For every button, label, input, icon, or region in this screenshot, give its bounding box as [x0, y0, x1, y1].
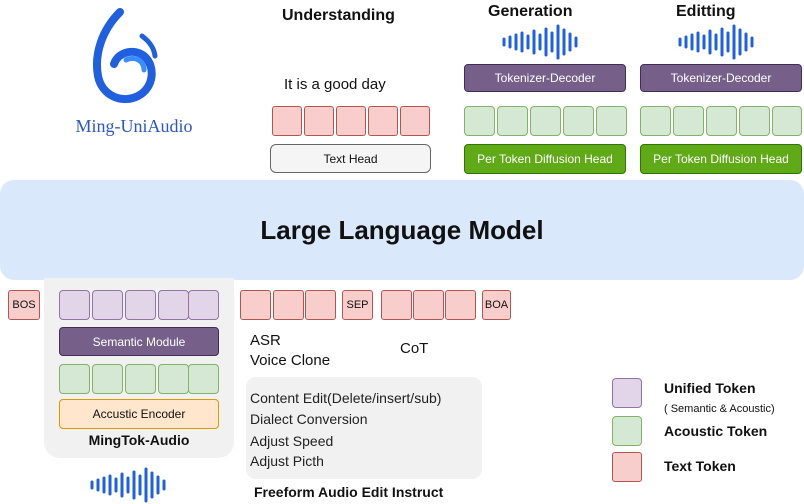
text-token — [368, 106, 398, 136]
acoustic-token — [739, 106, 770, 136]
cot-label: CoT — [400, 340, 429, 357]
text-token — [413, 290, 444, 320]
header-understanding: Understanding — [282, 7, 395, 24]
legend-unified-label: Unified Token — [664, 380, 756, 396]
text-token — [381, 290, 412, 320]
text-token — [305, 290, 336, 320]
acoustic-token — [92, 364, 123, 394]
acoustic-token — [596, 106, 627, 136]
acoustic-token — [530, 106, 561, 136]
ming-logo-icon — [93, 8, 158, 104]
boa-token: BOA — [482, 290, 511, 320]
task-voice-clone: Voice Clone — [250, 352, 331, 369]
text-token — [240, 290, 271, 320]
generation-diffusion-head-box: Per Token Diffusion Head — [464, 144, 626, 174]
legend-acoustic-label: Acoustic Token — [664, 423, 768, 439]
acoustic-token — [497, 106, 528, 136]
legend-acoustic-swatch — [612, 416, 642, 446]
sep-token: SEP — [342, 290, 373, 320]
acoustic-token — [59, 364, 90, 394]
large-language-model: Large Language Model — [0, 180, 804, 280]
editing-diffusion-head-box: Per Token Diffusion Head — [640, 144, 802, 174]
text-head-box: Text Head — [270, 144, 431, 173]
text-token — [400, 106, 430, 136]
text-token — [445, 290, 476, 320]
edit-instruction-item: Content Edit(Delete/insert/sub) — [250, 390, 442, 406]
text-token — [273, 290, 304, 320]
legend-text-label: Text Token — [664, 458, 736, 474]
acoustic-token — [640, 106, 671, 136]
text-token — [304, 106, 334, 136]
editing-decoder-box: Tokenizer-Decoder — [640, 64, 802, 92]
task-asr: ASR — [250, 332, 281, 349]
acoustic-token — [673, 106, 704, 136]
edit-instruction-item: Dialect Conversion — [250, 411, 368, 427]
edit-instructions-title: Freeform Audio Edit Instruct — [254, 484, 444, 500]
acoustic-encoder-box: Accustic Encoder — [59, 399, 219, 429]
acoustic-token — [188, 364, 219, 394]
acoustic-token — [125, 364, 156, 394]
acoustic-token — [706, 106, 737, 136]
semantic-module-box: Semantic Module — [59, 327, 219, 356]
brand-name: Ming-UniAudio — [75, 116, 193, 136]
unified-token — [125, 290, 156, 320]
legend-unified-sub: ( Semantic & Acoustic) — [664, 403, 775, 415]
unified-token — [59, 290, 90, 320]
acoustic-token — [563, 106, 594, 136]
acoustic-token — [772, 106, 802, 136]
unified-token — [92, 290, 123, 320]
mingtok-audio-label: MingTok-Audio — [88, 432, 190, 448]
edit-instructions-panel — [246, 377, 482, 479]
header-generation: Generation — [488, 3, 573, 20]
bos-token: BOS — [8, 290, 40, 320]
generation-decoder-box: Tokenizer-Decoder — [464, 64, 626, 92]
understanding-sample-text: It is a good day — [284, 76, 386, 93]
waveform-editing-icon — [678, 24, 754, 60]
acoustic-token — [464, 106, 495, 136]
legend-text-swatch — [612, 452, 642, 482]
edit-instruction-item: Adjust Picth — [250, 453, 324, 469]
legend-unified-swatch — [612, 378, 642, 408]
acoustic-token — [158, 364, 189, 394]
edit-instruction-item: Adjust Speed — [250, 433, 334, 449]
text-token — [272, 106, 302, 136]
waveform-generation-icon — [502, 24, 578, 60]
header-editing: Editting — [676, 3, 736, 20]
waveform-input-icon — [90, 467, 166, 503]
text-token — [336, 106, 366, 136]
unified-token — [158, 290, 189, 320]
unified-token — [188, 290, 219, 320]
